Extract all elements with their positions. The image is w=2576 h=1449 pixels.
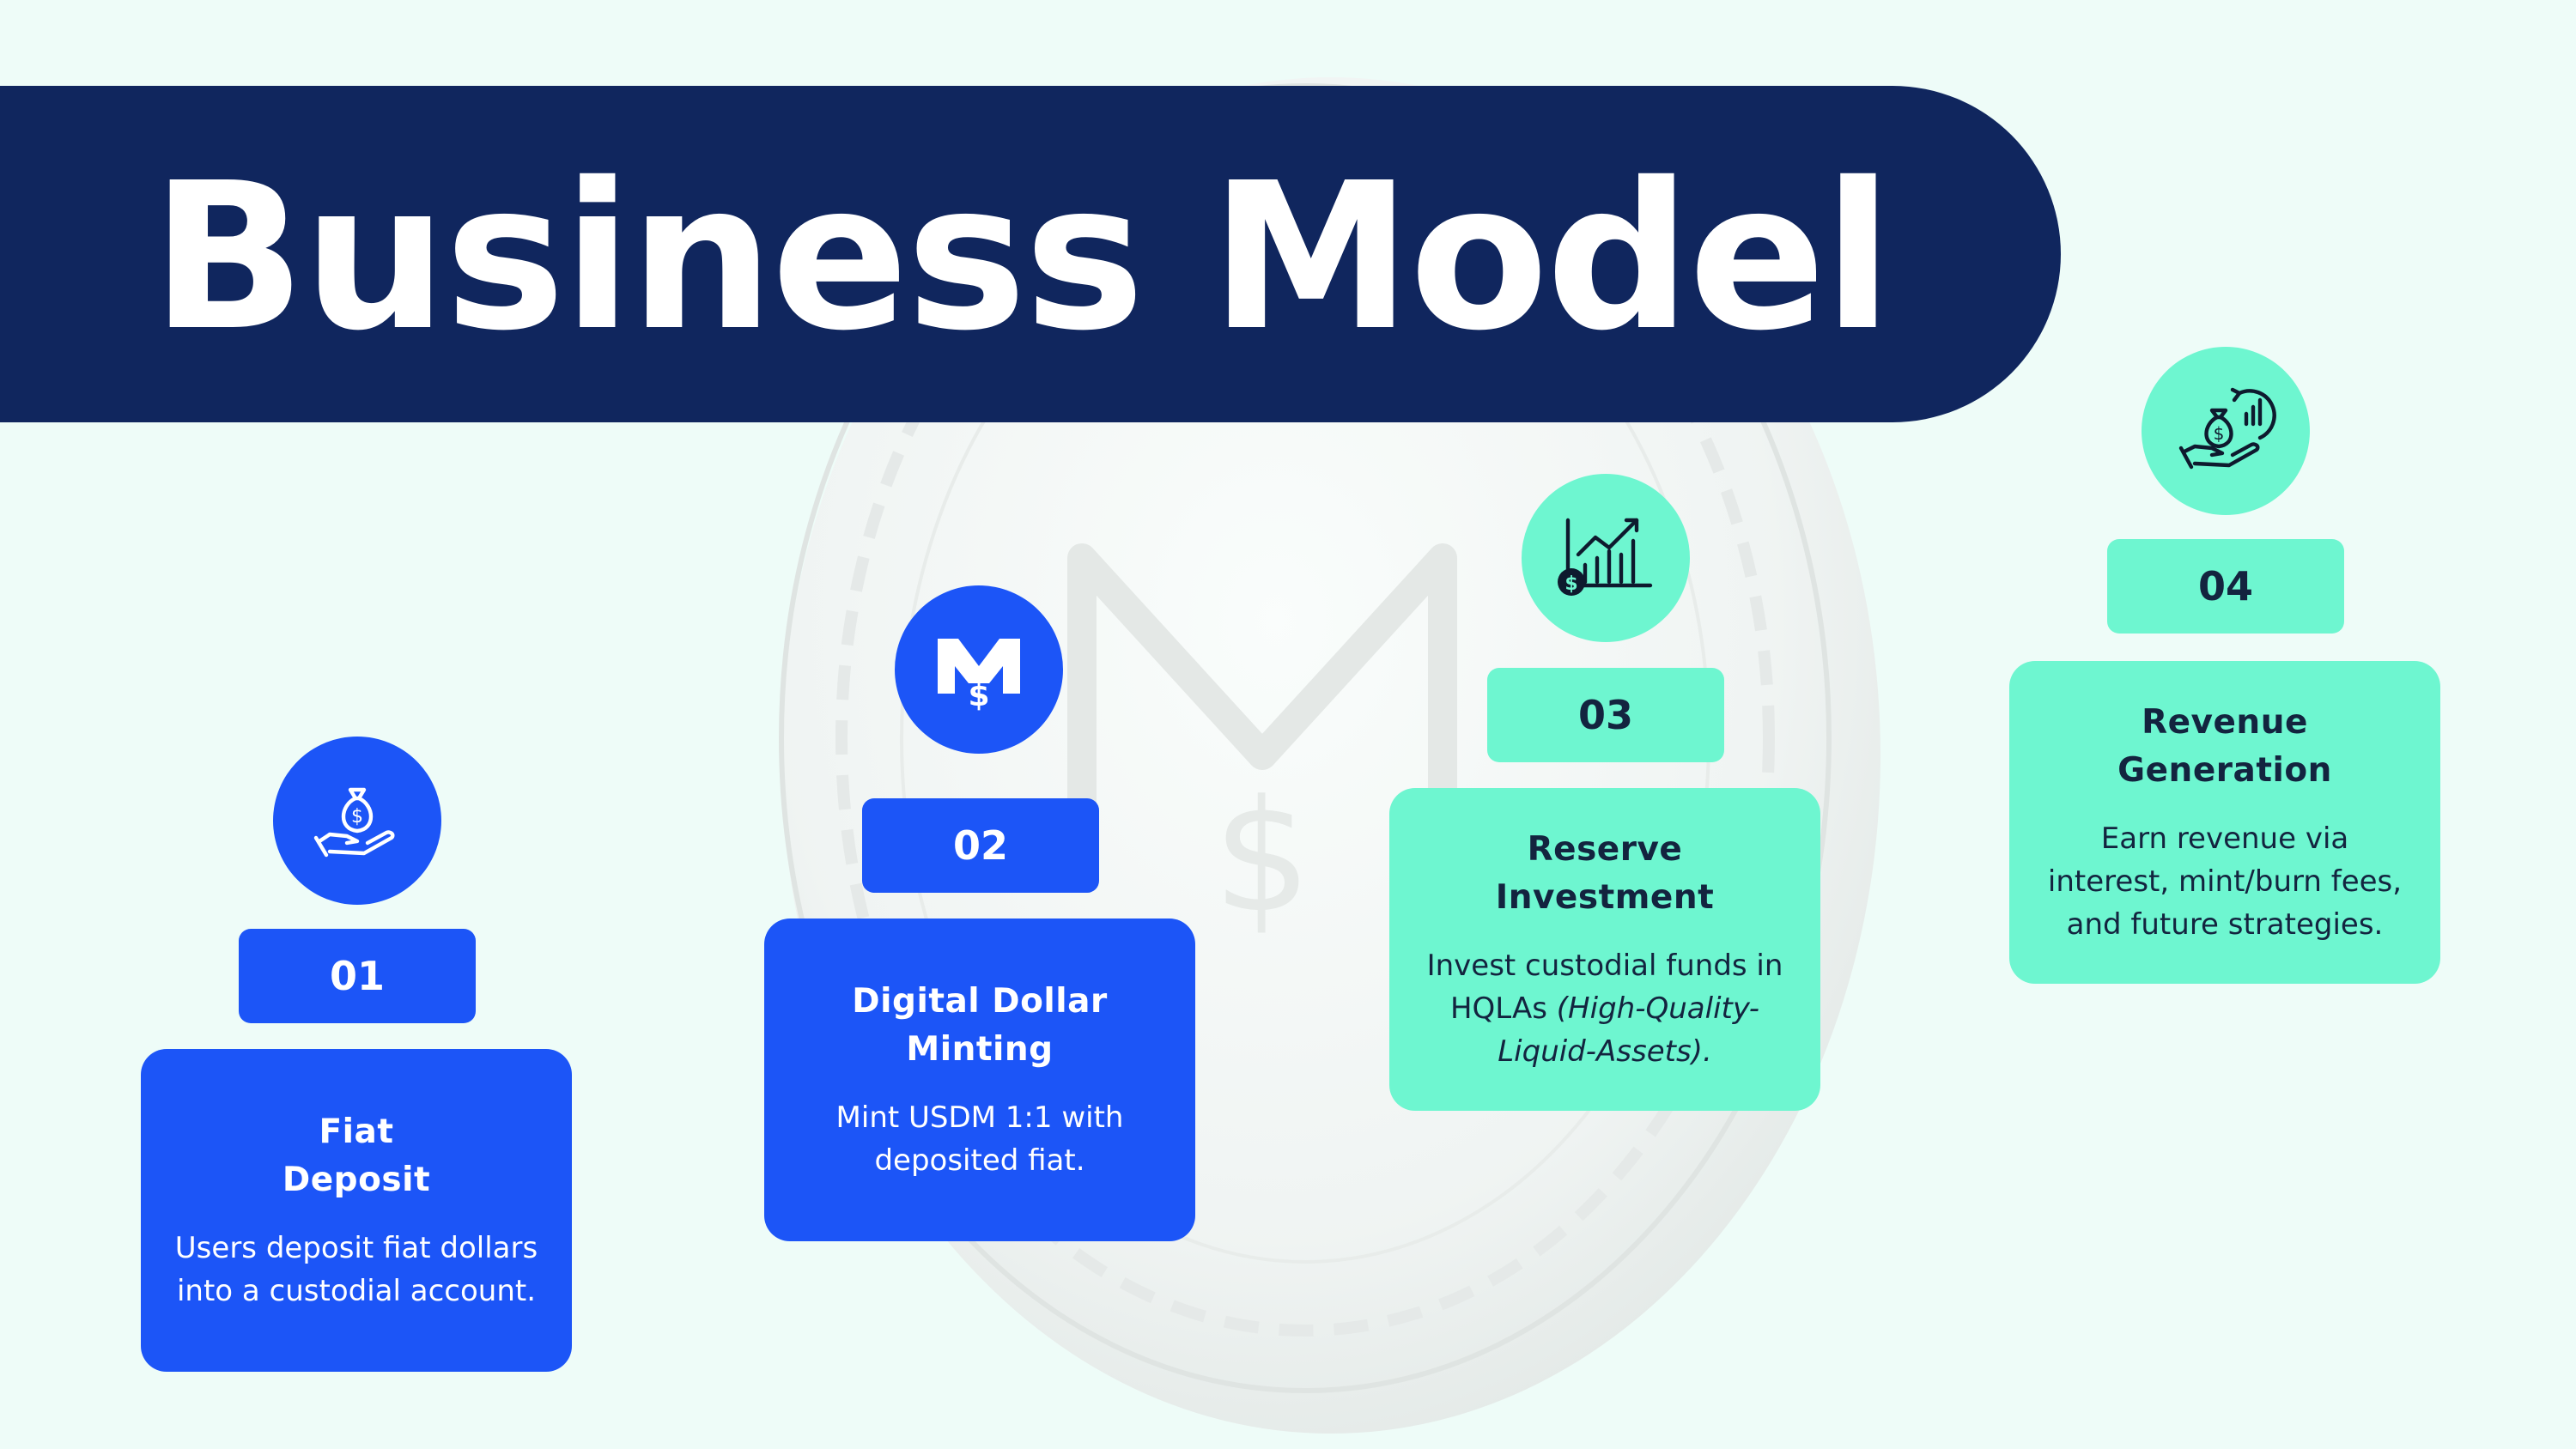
money-bag-hand-icon: $: [313, 787, 395, 858]
step-3-description: Invest custodial funds in HQLAs (High-Qu…: [1419, 944, 1791, 1073]
usdm-logo-icon: $: [938, 639, 1020, 713]
svg-text:$: $: [1213, 767, 1312, 947]
step-4-card: Revenue Generation Earn revenue via inte…: [2009, 661, 2440, 984]
step-4-description: Earn revenue via interest, mint/burn fee…: [2047, 822, 2403, 942]
step-2-icon-circle: $: [895, 585, 1063, 754]
step-1-description: Users deposit fiat dollars into a custod…: [174, 1231, 538, 1308]
page-title: Business Model: [151, 139, 1893, 375]
svg-text:$: $: [968, 678, 989, 713]
step-1-card: Fiat Deposit Users deposit fiat dollars …: [141, 1049, 572, 1372]
step-3-card: Reserve Investment Invest custodial fund…: [1389, 788, 1820, 1111]
revenue-cycle-icon: $: [2178, 387, 2276, 470]
step-4-title: Revenue Generation: [2117, 703, 2332, 790]
step-3-description-text: Invest custodial funds in HQLAs: [1426, 949, 1783, 1026]
growth-chart-icon: $: [1558, 518, 1653, 596]
step-3-title: Reserve Investment: [1495, 830, 1715, 917]
step-1-number-badge: 01: [239, 929, 476, 1023]
step-2-title: Digital Dollar Minting: [852, 982, 1108, 1069]
svg-text:$: $: [351, 806, 363, 828]
svg-text:$: $: [1564, 573, 1577, 595]
step-4-icon-circle: $: [2142, 347, 2310, 515]
step-1-icon-circle: $: [273, 737, 441, 905]
step-4-number-badge: 04: [2107, 539, 2344, 634]
step-3-icon-circle: $: [1522, 474, 1690, 642]
step-1-title: Fiat Deposit: [282, 1113, 431, 1199]
step-2-description: Mint USDM 1:1 with deposited fiat.: [835, 1100, 1124, 1178]
svg-text:$: $: [2214, 423, 2225, 444]
step-3-number-badge: 03: [1487, 668, 1724, 762]
title-banner: [0, 86, 2061, 422]
step-3-description-italic: (High-Quality-Liquid-Assets).: [1498, 991, 1760, 1069]
step-2-number-badge: 02: [862, 798, 1099, 893]
step-2-card: Digital Dollar Minting Mint USDM 1:1 wit…: [764, 919, 1195, 1241]
